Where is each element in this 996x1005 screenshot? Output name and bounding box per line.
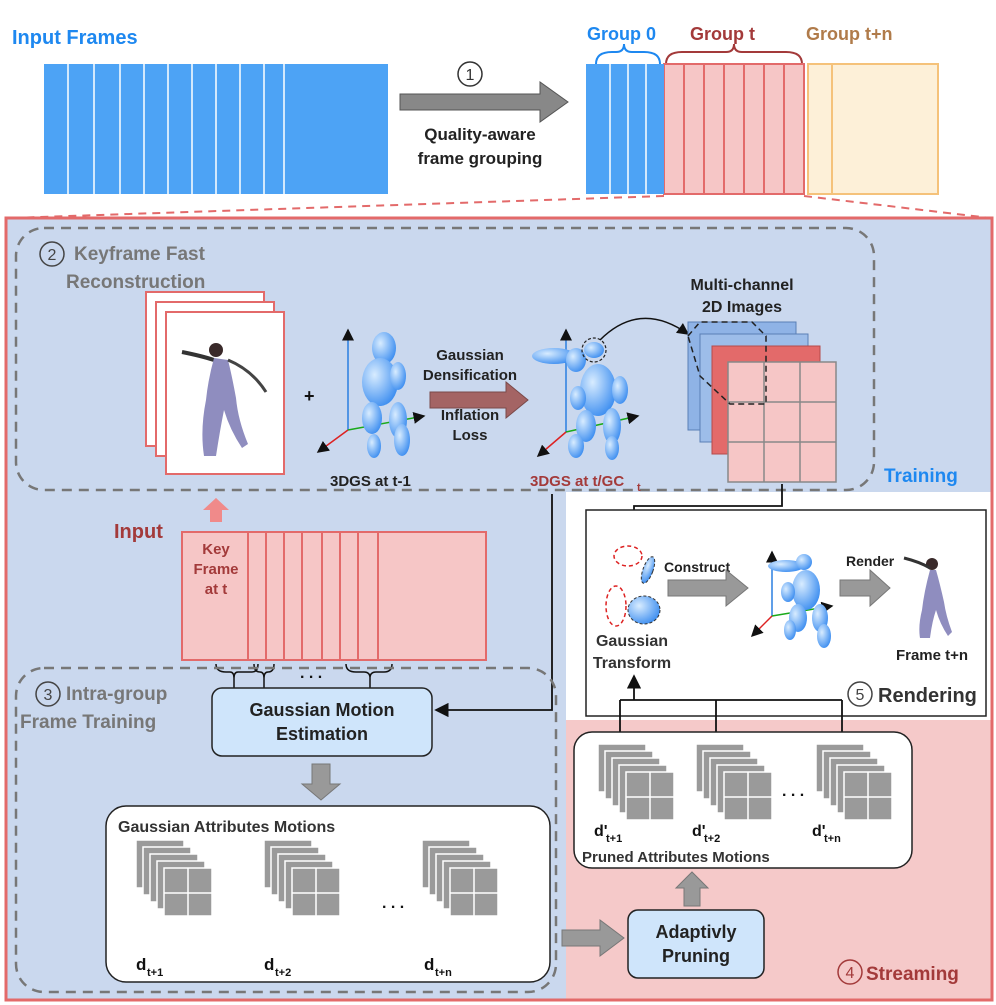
keyframe-title-line1: Keyframe Fast — [74, 244, 206, 265]
gaussian-transform-figure — [605, 545, 661, 627]
construct-label: Construct — [664, 559, 730, 575]
motion-estimation-line1: Gaussian Motion — [249, 700, 394, 720]
to-pruning-arrow — [561, 919, 625, 957]
d-sub-2: t+2 — [275, 967, 291, 979]
d-label-1: d — [136, 955, 146, 974]
stream-number: 4 — [846, 965, 855, 982]
intra-group-region — [14, 666, 558, 994]
gaussian-render-figure — [750, 550, 834, 648]
pruned-ellipsis: . . . — [782, 783, 804, 800]
adaptive-line1: Adaptivly — [655, 922, 736, 942]
gaussian-prev — [316, 328, 426, 458]
streaming-title: Streaming — [866, 964, 959, 985]
adaptive-line2: Pruning — [662, 946, 730, 966]
densification-arrow — [429, 380, 529, 420]
inflation-line1: Inflation — [441, 407, 499, 424]
step1-arrow: 1 Quality-aware frame grouping — [399, 61, 569, 168]
multichannel-line2: 2D Images — [702, 299, 782, 316]
pruned-to-render-connectors — [619, 674, 843, 736]
d-label-2: d — [264, 955, 274, 974]
pruning-up-arrow — [674, 871, 710, 907]
groupt-label: Group t — [690, 24, 755, 44]
densification-line1: Gaussian — [436, 347, 504, 364]
adaptive-pruning-box — [627, 909, 765, 979]
dancer-image — [181, 343, 268, 456]
dp-sub-2: t+2 — [704, 833, 720, 845]
input-label: Input — [114, 521, 163, 543]
frame-tn-label: Frame t+n — [896, 647, 968, 664]
attr-ellipsis: . . . — [382, 895, 404, 912]
keyframe-region — [14, 226, 876, 492]
render-arrow — [839, 568, 891, 608]
step1-label-line1: Quality-aware — [424, 125, 536, 144]
dp-label-n: d' — [812, 823, 826, 840]
motion-down-arrow — [300, 763, 342, 801]
key-frame-line3: at t — [205, 581, 228, 598]
pruned-label: Pruned Attributes Motions — [582, 849, 770, 866]
key-frame-stack — [181, 531, 487, 661]
multichannel-line1: Multi-channel — [690, 277, 793, 294]
dp-label-2: d' — [692, 823, 706, 840]
plus-sign: + — [304, 386, 315, 406]
construct-arrow — [667, 568, 749, 608]
intra-title-line1: Intra-group — [66, 684, 167, 705]
d-label-n: d — [424, 955, 434, 974]
gaussian-curr — [532, 317, 690, 460]
rendered-dancer — [903, 556, 952, 638]
d-sub-n: t+n — [435, 967, 452, 979]
step1-number: 1 — [466, 67, 475, 84]
keyframe-to-motion-arrow — [434, 494, 553, 718]
dp-sub-n: t+n — [824, 833, 841, 845]
main-frame-border — [4, 216, 994, 1002]
gaussian-transform-line2: Transform — [593, 655, 671, 672]
dp-sub-1: t+1 — [606, 833, 622, 845]
input-frames-label: Input Frames — [12, 27, 138, 49]
d-sub-1: t+1 — [147, 967, 163, 979]
dgs-curr-label: 3DGS at t/GC — [530, 473, 624, 490]
dp-label-1: d' — [594, 823, 608, 840]
keyframe-number: 2 — [48, 247, 57, 264]
inflation-line2: Loss — [452, 427, 487, 444]
group0-label: Group 0 — [587, 24, 656, 44]
densification-line2: Densification — [423, 367, 517, 384]
motion-estimation-box — [211, 687, 433, 757]
input-frame-stack — [44, 64, 388, 194]
multichannel-images — [687, 321, 837, 483]
group-labels: Group 0 Group t Group t+n — [587, 24, 893, 65]
attr-motions-label: Gaussian Attributes Motions — [118, 819, 335, 836]
gaussian-transform-line1: Gaussian — [596, 633, 668, 650]
intra-number: 3 — [44, 687, 53, 704]
grouped-frames — [586, 63, 939, 195]
render-label: Render — [846, 553, 895, 569]
training-label: Training — [884, 466, 958, 487]
intra-title-line2: Frame Training — [20, 712, 156, 733]
rendering-title: Rendering — [878, 685, 977, 707]
key-frame-line1: Key — [202, 541, 230, 558]
grouptn-label: Group t+n — [806, 24, 893, 44]
step1-label-line2: frame grouping — [418, 149, 543, 168]
dgs-curr-sub: t — [637, 482, 641, 494]
dgs-prev-label: 3DGS at t-1 — [330, 473, 411, 490]
key-frame-line2: Frame — [193, 561, 238, 578]
motion-estimation-line2: Estimation — [276, 724, 368, 744]
keyframe-images — [145, 291, 285, 475]
render-number: 5 — [856, 687, 865, 704]
keyframe-title-line2: Reconstruction — [66, 272, 205, 293]
